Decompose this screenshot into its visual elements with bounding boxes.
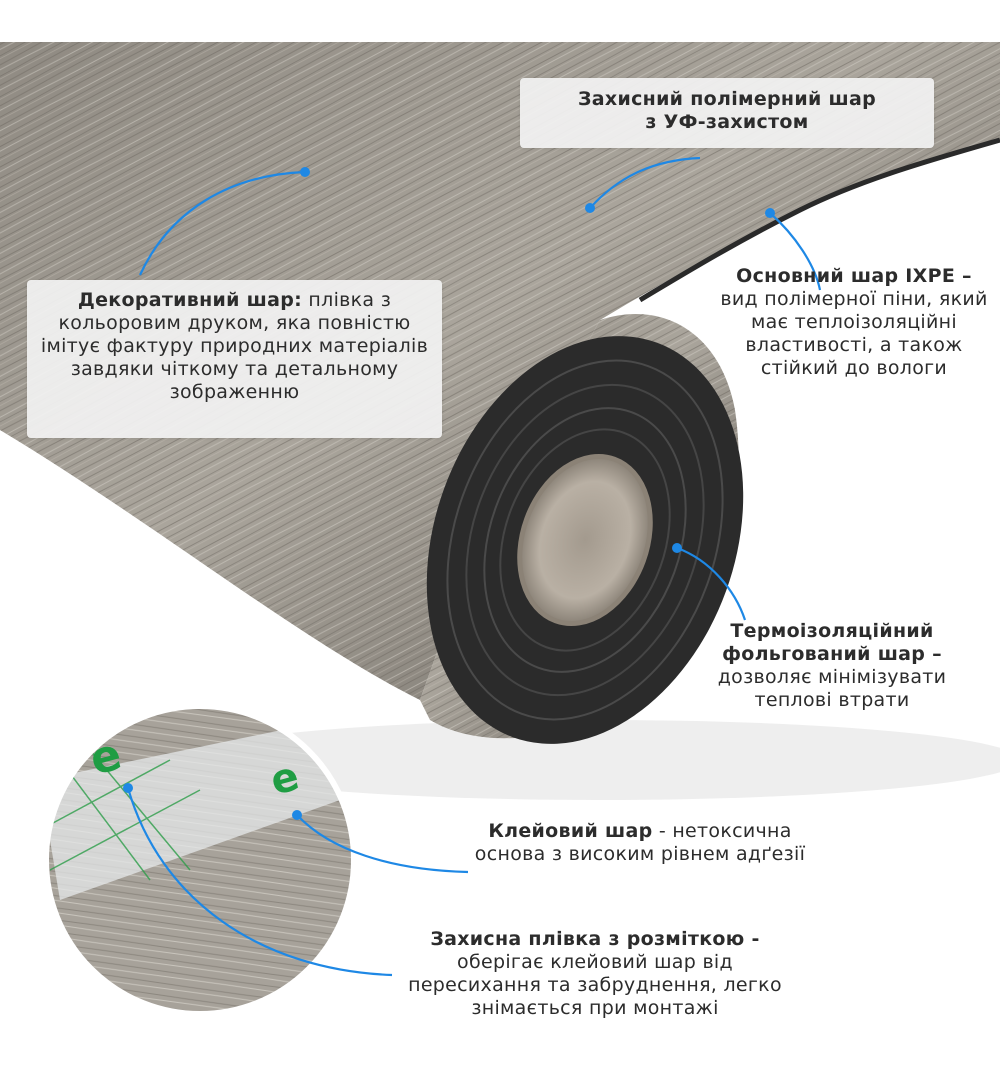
ixpe-title: Основний шар IXPE: [736, 265, 956, 287]
callout-uv: [589, 156, 701, 209]
zoom-inset: e e: [43, 703, 357, 1017]
glue-title: Клейовий шар: [488, 820, 653, 842]
decorative-text: плівка з кольоровим друком, яка повністю…: [40, 289, 429, 403]
uv-line1: Захисний полімерний шар: [577, 88, 876, 110]
wood-sheet: [0, 42, 1000, 700]
glue-text: - нетоксична основа з високим рівнем адґ…: [474, 820, 806, 865]
label-decorative-layer: Декоративний шар: плівка з кольоровим др…: [27, 280, 442, 438]
label-glue-layer: Клейовий шар - нетоксична основа з висок…: [455, 820, 825, 866]
uv-line2: з УФ-захистом: [645, 111, 809, 133]
film-title: Захисна плівка з розміткою: [430, 928, 745, 950]
label-foil-layer: Термоізоляційний фольгований шар – дозво…: [688, 620, 976, 712]
label-uv-layer: Захисний полімерний шар з УФ-захистом: [520, 78, 934, 148]
foil-text: дозволяє мінімізувати теплові втрати: [717, 666, 947, 711]
cardboard-core: [519, 456, 651, 624]
callout-glue: [296, 814, 469, 874]
callout-foil: [676, 546, 747, 621]
foil-title: Термоізоляційний фольгований шар: [722, 620, 934, 665]
label-ixpe-layer: Основний шар IXPE – вид полімерної піни,…: [714, 265, 994, 380]
ixpe-text: вид полімерної піни, який має теплоізоля…: [720, 288, 988, 379]
film-dash: -: [744, 928, 760, 950]
foil-dash: –: [925, 643, 942, 665]
label-film-layer: Захисна плівка з розміткою - оберігає кл…: [400, 928, 790, 1020]
roll: [420, 314, 744, 744]
callout-decorative: [139, 170, 306, 276]
film-text: оберігає клейовий шар від пересихання та…: [408, 951, 782, 1019]
callout-dots: [123, 167, 775, 820]
ixpe-dash: –: [955, 265, 972, 287]
floor-shadow: [180, 720, 1000, 800]
callout-ixpe: [769, 212, 822, 291]
decorative-title: Декоративний шар:: [77, 289, 303, 311]
callout-film: [126, 787, 393, 977]
callout-lines: [126, 156, 822, 977]
